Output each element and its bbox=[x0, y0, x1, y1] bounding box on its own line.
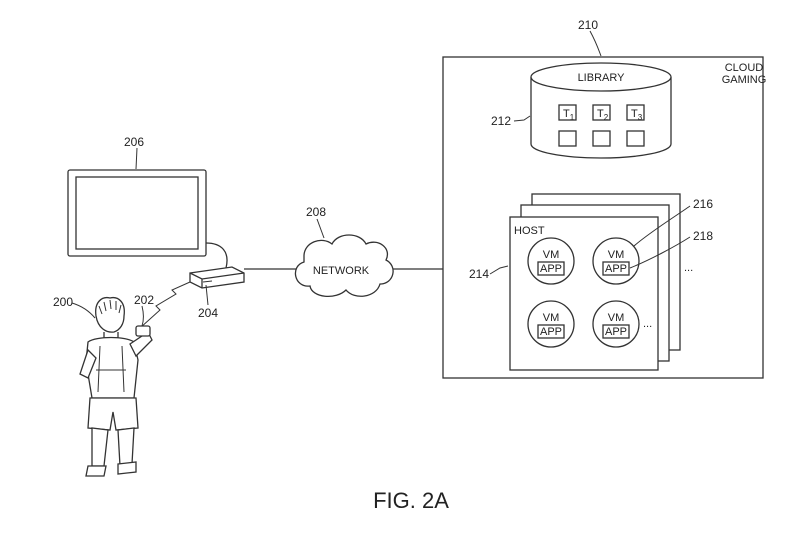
title-1-label: T1 bbox=[563, 108, 575, 122]
svg-text:APP: APP bbox=[540, 263, 562, 275]
svg-text:APP: APP bbox=[540, 326, 562, 338]
vm-instance-1: VM APP bbox=[527, 237, 575, 285]
vm-instance-2: VM APP bbox=[592, 237, 640, 285]
title-slot-3 bbox=[626, 104, 645, 121]
svg-text:VM: VM bbox=[608, 249, 625, 261]
title-slot-1 bbox=[558, 104, 577, 121]
ref-app: 218 bbox=[693, 229, 713, 243]
ref-controller: 202 bbox=[134, 293, 154, 307]
vm-instance-3: VM APP bbox=[527, 300, 575, 348]
network-label: NETWORK bbox=[313, 265, 370, 277]
vm-instance-4: VM APP bbox=[592, 300, 640, 348]
ref-cloud: 210 bbox=[578, 18, 598, 32]
user-figure: 200 202 bbox=[53, 293, 154, 477]
ref-user: 200 bbox=[53, 295, 73, 309]
svg-text:VM: VM bbox=[608, 312, 625, 324]
ref-network: 208 bbox=[306, 205, 326, 219]
ref-console: 204 bbox=[198, 306, 218, 320]
more-vms-ellipsis-2: ... bbox=[643, 318, 652, 330]
more-vms-ellipsis-1: ... bbox=[684, 262, 693, 274]
ref-vm: 216 bbox=[693, 197, 713, 211]
cloud-gaming-system: CLOUD GAMING 210 bbox=[442, 18, 767, 379]
figure-caption: FIG. 2A bbox=[373, 488, 449, 513]
title-2-label: T2 bbox=[597, 108, 609, 122]
title-data-2 bbox=[592, 130, 611, 147]
game-library: LIBRARY T1 T2 T3 212 bbox=[491, 62, 672, 159]
title-data-1 bbox=[558, 130, 577, 147]
title-data-3 bbox=[626, 130, 645, 147]
svg-text:VM: VM bbox=[543, 312, 560, 324]
game-console: 204 bbox=[189, 266, 245, 320]
library-label: LIBRARY bbox=[578, 72, 626, 84]
cloud-label-line2: GAMING bbox=[722, 74, 767, 86]
svg-text:APP: APP bbox=[605, 263, 627, 275]
svg-text:VM: VM bbox=[543, 249, 560, 261]
svg-text:APP: APP bbox=[605, 326, 627, 338]
game-controller bbox=[135, 325, 151, 337]
cloud-label-line1: CLOUD bbox=[725, 62, 764, 74]
network-cloud: NETWORK 208 bbox=[294, 205, 394, 297]
ref-host: 214 bbox=[469, 267, 489, 281]
display-monitor: 206 bbox=[67, 135, 228, 269]
ref-display: 206 bbox=[124, 135, 144, 149]
host-label: HOST bbox=[514, 225, 545, 237]
host-layer-front bbox=[509, 216, 659, 371]
title-slot-2 bbox=[592, 104, 611, 121]
wireless-signal bbox=[139, 281, 191, 329]
ref-library: 212 bbox=[491, 114, 511, 128]
title-3-label: T3 bbox=[631, 108, 643, 122]
host-server-stack: HOST VM APP VM APP VM APP VM APP ... ... bbox=[469, 193, 713, 371]
